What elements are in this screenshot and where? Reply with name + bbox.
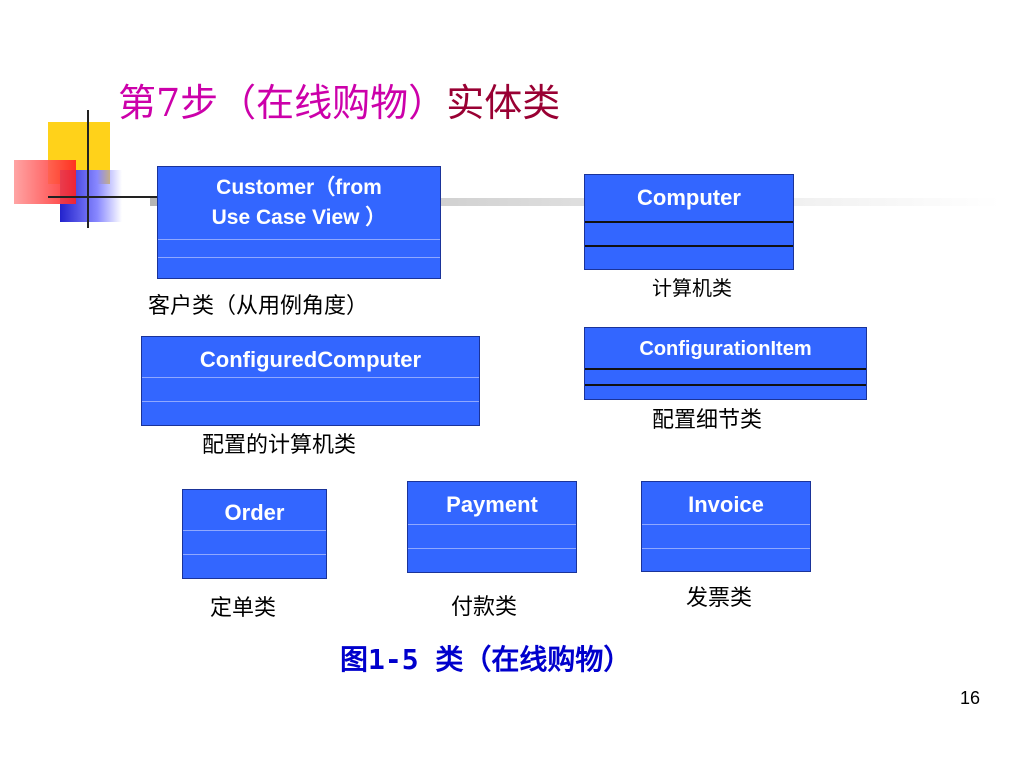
attributes-compartment [585,368,866,384]
slide-title: 第7步（在线购物）实体类 [118,72,560,127]
slide-title-part1: 第7步（在线购物） [118,81,447,125]
operations-compartment [585,245,793,271]
class-name-customer-line2: Use Case View ） [211,206,387,229]
decorative-vertical-line [87,110,89,228]
attributes-compartment [585,221,793,245]
label-payment: 付款类 [451,595,518,620]
class-box-customer: Customer（from Use Case View ） [157,166,441,279]
label-customer: 客户类（从用例角度） [148,294,369,319]
class-name-configured-computer: ConfiguredComputer [199,347,422,372]
attributes-compartment [158,239,440,258]
decorative-gradient-bar [150,198,1000,206]
slide-title-part2: 实体类 [446,81,561,125]
attributes-compartment [183,530,326,555]
class-box-configured-computer: ConfiguredComputer [141,336,480,426]
operations-compartment [408,548,576,573]
class-name-invoice: Invoice [688,492,764,517]
class-name-order: Order [224,500,285,525]
operations-compartment [158,257,440,280]
figure-caption: 图1-5 类（在线购物） [340,643,632,676]
class-name-customer-line1: Customer（from [216,176,382,199]
label-invoice: 发票类 [686,586,753,611]
class-name-customer: Customer（from Use Case View ） [158,173,440,233]
class-box-order: Order [182,489,327,579]
label-configured-computer: 配置的计算机类 [202,433,357,458]
attributes-compartment [642,524,810,549]
operations-compartment [142,401,479,426]
class-name-payment: Payment [446,492,538,517]
label-computer: 计算机类 [652,276,732,300]
class-name-computer: Computer [637,185,741,210]
page-number: 16 [960,688,981,708]
operations-compartment [642,548,810,572]
class-name-configuration-item: ConfigurationItem [639,338,812,360]
attributes-compartment [408,524,576,549]
class-box-invoice: Invoice [641,481,811,572]
label-configuration-item: 配置细节类 [652,408,763,433]
attributes-compartment [142,377,479,402]
decorative-horizontal-line [48,196,160,198]
operations-compartment [183,554,326,579]
class-box-payment: Payment [407,481,577,573]
class-box-computer: Computer [584,174,794,270]
operations-compartment [585,384,866,401]
class-box-configuration-item: ConfigurationItem [584,327,867,400]
label-order: 定单类 [210,596,277,621]
